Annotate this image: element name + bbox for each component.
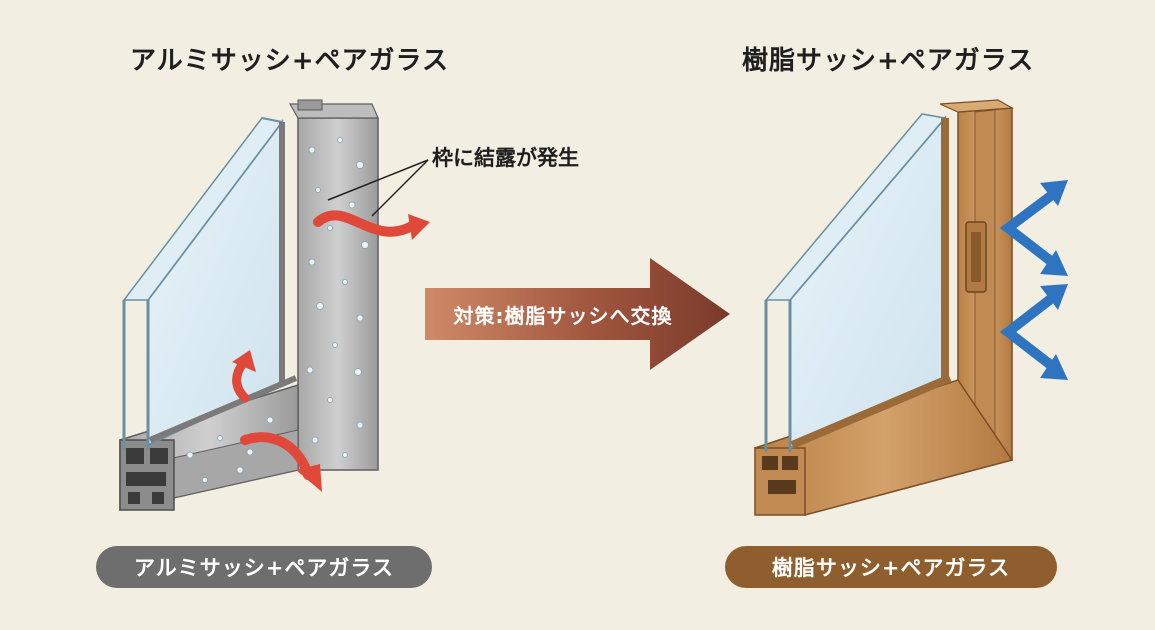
resin-sash-illustration: [753, 99, 1068, 516]
center-arrow: [425, 258, 730, 370]
resin-sash-pill: 樹脂サッシ+ペアガラス: [725, 546, 1057, 588]
aluminum-sash-pill: アルミサッシ+ペアガラス: [96, 546, 432, 588]
condensation-callout: 枠に結露が発生: [432, 146, 579, 170]
center-arrow-label: 対策:樹脂サッシへ交換: [453, 303, 673, 328]
callout-leader-lines: [327, 159, 429, 217]
right-title: 樹脂サッシ+ペアガラス: [742, 46, 1035, 76]
left-title: アルミサッシ+ペアガラス: [130, 46, 450, 76]
aluminum-sash-illustration: [119, 99, 430, 511]
